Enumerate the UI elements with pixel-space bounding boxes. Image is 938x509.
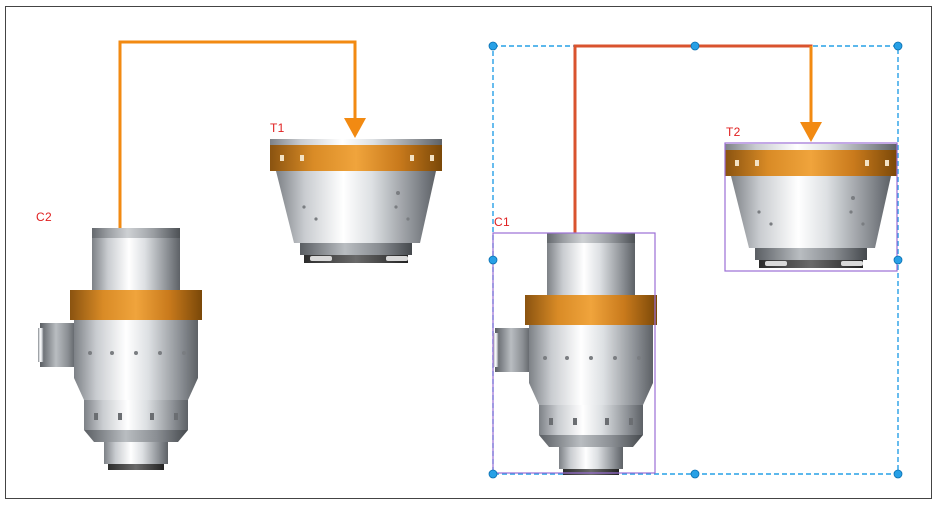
component-t2[interactable] bbox=[725, 144, 897, 268]
arrowhead-icon bbox=[344, 118, 366, 138]
component-c1[interactable] bbox=[493, 233, 657, 475]
handle-n[interactable] bbox=[690, 41, 700, 51]
bbox-c1 bbox=[492, 232, 656, 474]
handle-sw[interactable] bbox=[488, 469, 498, 479]
arrowhead-icon bbox=[800, 122, 822, 142]
handle-nw[interactable] bbox=[488, 41, 498, 51]
label-t1: T1 bbox=[270, 121, 285, 135]
bbox-t2 bbox=[724, 142, 898, 272]
connector-c2-t1[interactable] bbox=[118, 40, 366, 228]
handle-se[interactable] bbox=[893, 469, 903, 479]
label-c2: C2 bbox=[36, 210, 52, 224]
handle-e[interactable] bbox=[893, 255, 903, 265]
handle-w[interactable] bbox=[488, 255, 498, 265]
selection-handles[interactable] bbox=[488, 41, 903, 479]
handle-s[interactable] bbox=[690, 469, 700, 479]
label-c1: C1 bbox=[494, 215, 510, 229]
component-t1[interactable] bbox=[270, 139, 442, 263]
canvas-border bbox=[5, 6, 932, 499]
handle-ne[interactable] bbox=[893, 41, 903, 51]
component-c2[interactable] bbox=[38, 228, 202, 470]
label-t2: T2 bbox=[726, 125, 741, 139]
